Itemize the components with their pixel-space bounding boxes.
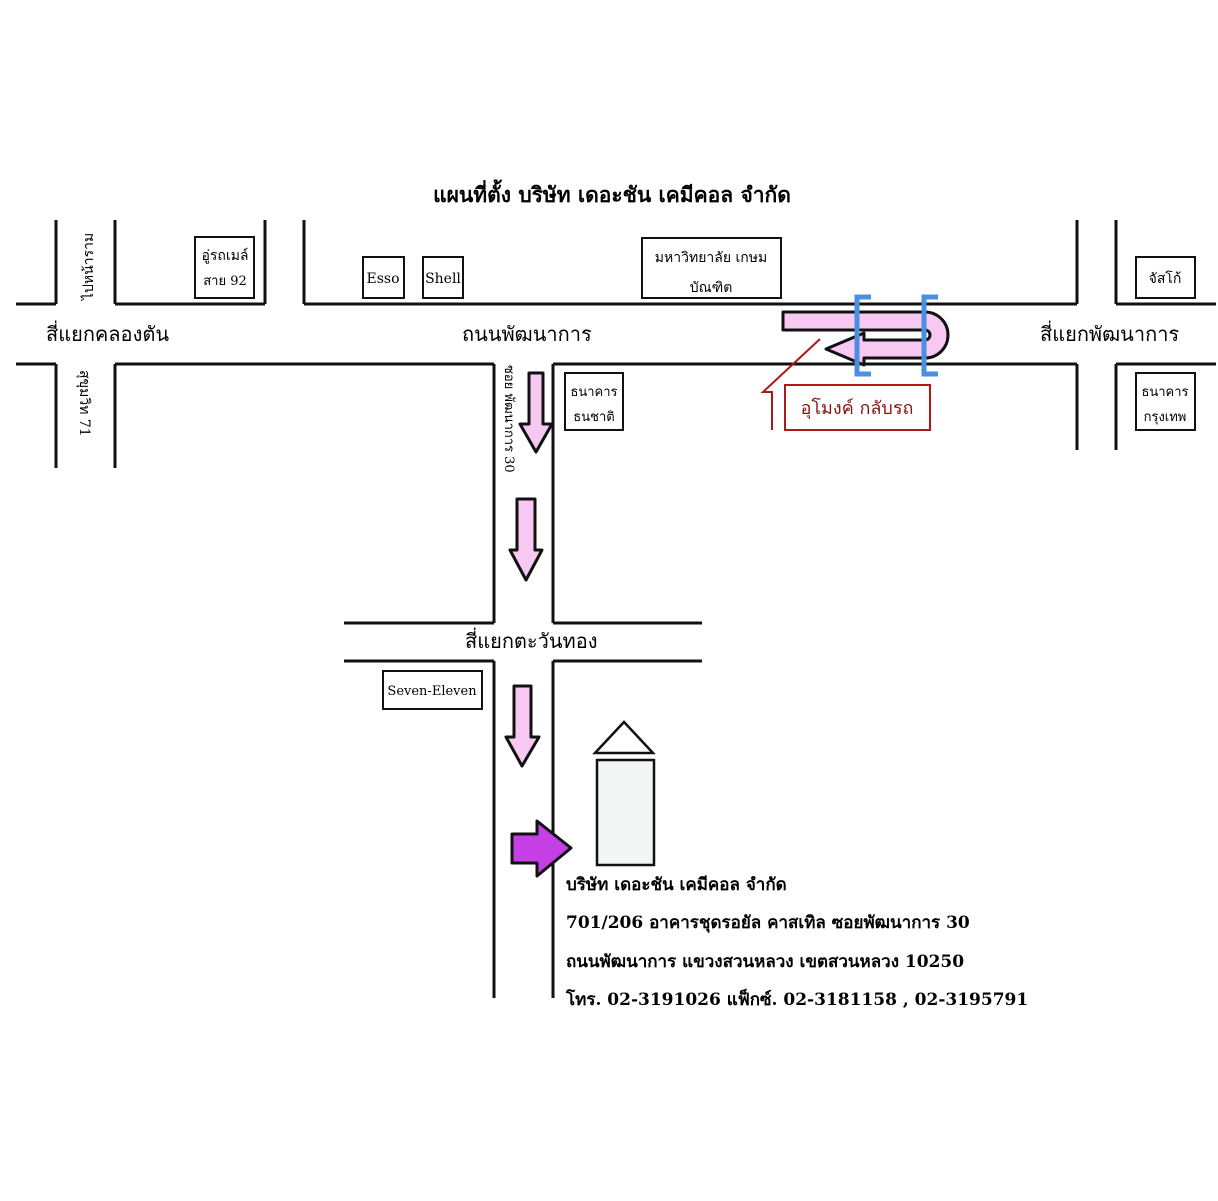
bank-thanachart-box (564, 372, 624, 431)
down-arrow-2 (508, 497, 544, 582)
main-road-label: ถนนพัฒนาการ (462, 322, 592, 346)
left-upper-side-label: ไปหน้าราม (80, 233, 97, 301)
building-roof (592, 720, 656, 755)
company-building (595, 758, 656, 867)
map-title: แผนที่ตั้ง บริษัท เดอะชัน เคมีคอล จำกัด (433, 179, 791, 207)
address-line-3: โทร. 02-3191026 แฟ็กซ์. 02-3181158 , 02-… (565, 987, 1028, 1010)
tunnel-bracket-left (854, 294, 871, 377)
company-name: บริษัท เดอะชัน เคมีคอล จำกัด (566, 874, 787, 895)
bank-bangkok-box (1135, 372, 1196, 431)
tunnel-bracket-right (921, 294, 938, 377)
shell-label: Shell (425, 271, 461, 287)
bank-bangkok-label-2: กรุงเทพ (1144, 410, 1187, 425)
left-junction-label: สี่แยกคลองตัน (46, 320, 169, 346)
address-line-2: ถนนพัฒนาการ แขวงสวนหลวง เขตสวนหลวง 10250 (566, 952, 964, 972)
shell-box (422, 256, 464, 299)
down-arrow-1 (518, 371, 554, 454)
bank-bangkok-label-1: ธนาคาร (1141, 385, 1188, 400)
seven-eleven-box (382, 670, 483, 710)
bus-depot-label-1: อู่รถเมล์ (202, 247, 249, 264)
u-turn-arrow (781, 310, 950, 367)
down-arrow-3 (504, 684, 541, 768)
middle-junction-label: สี่แยกตะวันทอง (465, 627, 598, 653)
tunnel-leader-line (760, 338, 821, 430)
jusco-box (1135, 256, 1196, 299)
tunnel-label: อุโมงค์ กลับรถ (801, 397, 914, 419)
bank-thanachart-label-2: ธนชาติ (573, 410, 614, 425)
university-label-2: บัณฑิต (690, 280, 733, 296)
right-junction-label: สี่แยกพัฒนาการ (1040, 320, 1179, 346)
tunnel-label-box (784, 384, 931, 431)
jusco-label: จัสโก้ (1149, 270, 1182, 287)
address-line-1: 701/206 อาคารชุดรอยัล คาสเทิล ซอยพัฒนากา… (566, 913, 970, 933)
bus-depot-label-2: สาย 92 (203, 274, 247, 289)
seven-eleven-label: Seven-Eleven (387, 684, 477, 699)
soi-label: ซอย พัฒนาการ 30 (501, 365, 516, 473)
university-label-1: มหาวิทยาลัย เกษม (655, 250, 767, 266)
left-lower-side-label: สุขุมวิท 71 (76, 370, 92, 437)
university-box (641, 237, 782, 299)
esso-label: Esso (366, 271, 399, 287)
road-lines (16, 220, 1216, 998)
esso-box (362, 256, 405, 299)
bank-thanachart-label-1: ธนาคาร (570, 385, 617, 400)
bus-depot-box (194, 236, 255, 299)
destination-arrow (510, 819, 573, 878)
